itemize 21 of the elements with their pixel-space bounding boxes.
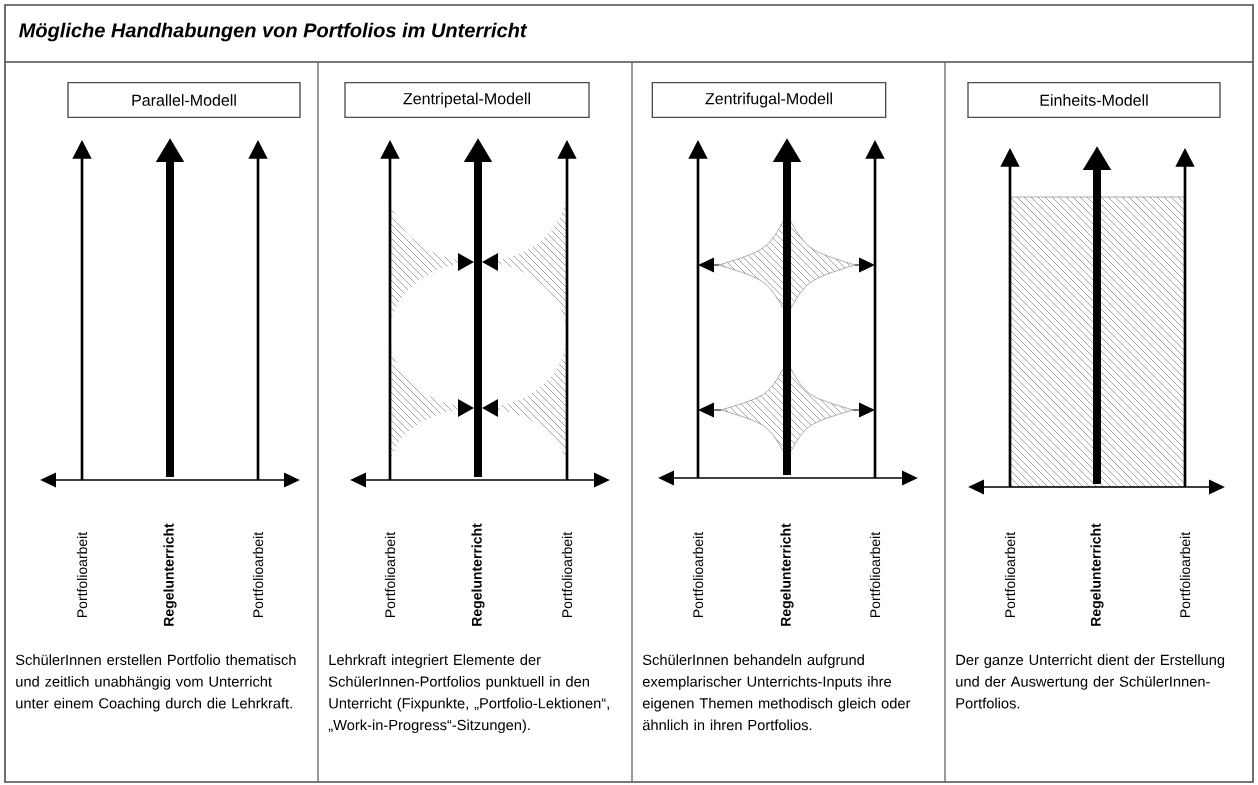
axis-label: Portfolioarbeit <box>692 531 704 618</box>
axis-label: Regelunterricht <box>471 523 485 626</box>
axis-label: Portfolioarbeit <box>252 531 264 618</box>
description-text: SchülerInnen erstellen Portfolio thematisch und zeitlich unabhängig vom Unterricht unter einem Coaching durch die Lehrkraft. <box>15 654 296 712</box>
description-text: SchülerInnen behandeln aufgrund exemplarischer Unterrichts-Inputs ihre eigenen Themen methodisch gleich oder ähnlich in ihren Portfolios. <box>642 654 911 731</box>
model-box: Parallel-Modell <box>67 82 301 118</box>
title: Mögliche Handhabungen von Portfolios im Unterricht <box>19 22 528 42</box>
model-box: Einheits-Modell <box>967 82 1221 118</box>
description-text: Der ganze Unterricht dient der Erstellung und der Auswertung der SchülerInnen-Portfolios. <box>956 654 1225 709</box>
axis-label: Portfolioarbeit <box>1179 531 1191 618</box>
axis-label: Portfolioarbeit <box>561 531 573 618</box>
model-box: Zentripetal-Modell <box>344 82 590 118</box>
description-text: Lehrkraft integriert Elemente der SchülerInnen-Portfolios punktuell in den Unterricht (Fixpunkte, „Portfolio-Lektionen“, „Work-in-Progress“-Sitzungen). <box>328 654 609 734</box>
axis-label: Portfolioarbeit <box>384 531 396 618</box>
axis-label: Regelunterricht <box>1090 523 1104 626</box>
axis-label: Portfolioarbeit <box>869 531 881 618</box>
model-box: Zentrifugal-Modell <box>651 82 887 118</box>
axis-label: Portfolioarbeit <box>76 531 88 618</box>
axis-label: Portfolioarbeit <box>1004 531 1016 618</box>
axis-label: Regelunterricht <box>780 523 794 626</box>
axis-label: Regelunterricht <box>163 523 177 626</box>
